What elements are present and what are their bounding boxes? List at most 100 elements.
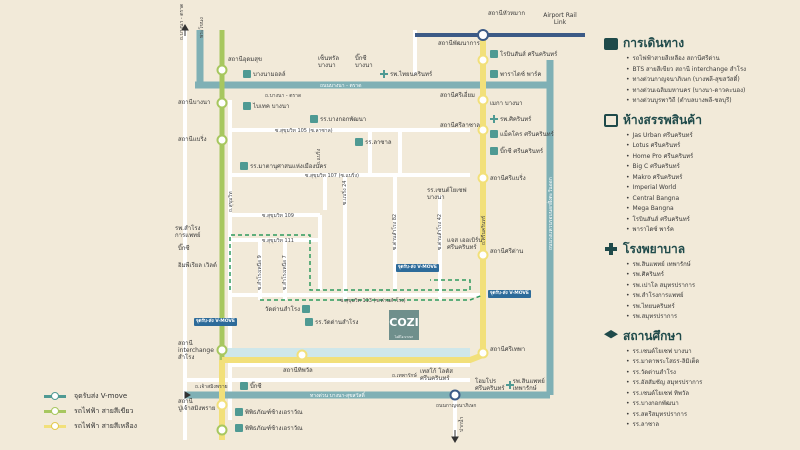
poi-mega-bangna: เมกา บางนา [490, 100, 523, 107]
legend-transit-list: รถไฟฟ้าสายสีเหลือง สถานีศรีด่าน BTS สายส… [626, 54, 794, 107]
building-icon [243, 102, 251, 110]
station-sri-lasalle: สถานีศรีลาซาล [440, 122, 480, 129]
legend-school-title: สถานศึกษา [604, 327, 794, 346]
road-label-soi9: ซ.สำโรงเหนือ 9 [257, 255, 263, 290]
graduation-cap-icon [604, 330, 618, 339]
legend-mall-title: ห้างสรรพสินค้า [604, 111, 794, 130]
mall-icon [490, 50, 498, 58]
green-swatch [44, 407, 66, 415]
poi-central-bangna: เซ็นทรัล บางนา [318, 55, 340, 69]
poi-bigc-bangna: บิ๊กซี บางนา [355, 55, 373, 69]
poi-imperial: อิมพีเรียล เวิลด์ [178, 262, 217, 269]
poi-museum-2: พิพิธภัณฑ์ช้างเอราวัณ [235, 424, 303, 432]
poi-museum-1: พิพิธภัณฑ์ช้างเอราวัณ [235, 408, 303, 416]
hospital-icon [506, 381, 514, 389]
station-sri-bearing: สถานีศรีแบริ่ง [490, 175, 526, 182]
museum-icon [235, 408, 243, 416]
poi-bangkok-patana: รร.บางกอกพัฒนา [310, 115, 366, 123]
station-hua-mak: สถานีหัวหมาก [488, 10, 526, 17]
poi-paradise-park: พาราไดซ์ พาร์ค [490, 70, 541, 78]
station-thipawan: สถานีทิพวัล [283, 367, 313, 374]
key-vmove: จุดรับส่ง V-move [44, 391, 127, 402]
direction-arrows [181, 24, 459, 443]
vmove-swatch [44, 392, 66, 400]
key-green-line: รถไฟฟ้า สายสีเขียว [44, 406, 133, 417]
poi-makro: แม็คโคร ศรีนครินทร์ [490, 130, 554, 138]
mall-icon [243, 70, 251, 78]
legend-transit-title: การเดินทาง [604, 34, 794, 53]
station-pattanakarn: สถานีพัฒนาการ [438, 40, 480, 47]
legend-hospital-title: โรงพยาบาล [604, 240, 794, 259]
road-label-soi-danram42: ซ.ด่านสำโรง 42 [437, 213, 443, 250]
poi-bigc-srinakarin: บิ๊กซี ศรีนครินทร์ [490, 147, 543, 155]
poi-st-joseph: รร.เซนต์โยเซฟ บางนา [427, 187, 467, 201]
poi-sikarin-hospital: รพ.ศิครินทร์ [490, 115, 531, 123]
poi-rr-wat-dan: รร.วัดด่านสำโรง [305, 318, 358, 326]
poi-wat-dan: วัดด่านสำโรง [265, 305, 311, 313]
station-sri-thepha: สถานีศรีเทพา [490, 346, 526, 353]
vmove-badge-right: จุดรับ-ส่ง V-MOVE [488, 290, 531, 298]
yellow-swatch [44, 422, 66, 430]
road-label-soi-danram82: ซ.ด่านสำโรง 82 [392, 213, 398, 250]
museum-icon [235, 424, 243, 432]
poi-samrong-hospital: รพ.สำโรง การแพทย์ [175, 225, 201, 239]
vmove-route [229, 234, 484, 301]
poi-thainakarin-hospital: รพ.ไทยนครินทร์ [380, 70, 432, 78]
station-sri-iam: สถานีศรีเอี่ยม [440, 92, 475, 99]
poi-bigc-samrong: บิ๊กซี [178, 245, 190, 252]
mall-icon [490, 130, 498, 138]
road-label-chaloem: ถ.เจ้าสมิงพราย [195, 384, 228, 390]
poi-robinson: โรบินสันส์ ศรีนครินทร์ [490, 50, 557, 58]
hospital-icon [490, 115, 498, 123]
road-label-bangna-trad-top: ถ.บางนา - ตราด [179, 3, 185, 40]
vmove-badge-left: จุดรับ-ส่ง V-MOVE [194, 318, 237, 326]
school-icon [305, 318, 313, 326]
poi-nawamin: รร.มาตานุศาสนแห่งเมืองนคร [240, 162, 327, 170]
legend-panel: การเดินทาง รถไฟฟ้าสายสีเหลือง สถานีศรีด่… [604, 30, 794, 431]
shopping-bag-icon [604, 113, 618, 127]
key-yellow-line: รถไฟฟ้า สายสีเหลือง [44, 421, 137, 432]
stations [216, 29, 489, 436]
road-label-expressway-top: ถนนบางนา - ตราด [320, 83, 362, 89]
poi-jas-urban: แจส เออเบิร์น ศรีนครินทร์ [447, 237, 483, 251]
road-label-sukhumvit: ถ.สุขุมวิท [228, 191, 234, 213]
station-bearing: สถานีแบริ่ง [178, 136, 207, 143]
poi-bangna-mall: บางนามอลล์ [243, 70, 286, 78]
road-label-ringroad: ถนนวงแหวนรอบนอกฝั่งตะวันออก [548, 177, 554, 250]
poi-lasalle: รร.ลาซาล [355, 138, 392, 146]
train-icon [604, 37, 618, 50]
poi-bigc-bottom: บิ๊กซี [240, 382, 262, 390]
mall-icon [240, 382, 248, 390]
hospital-icon [380, 70, 388, 78]
poi-synphaet-theparak: รพ.สินแพทย์ เทพารักษ์ [506, 378, 546, 392]
poi-lotus-bottom: เทสโก้ โลตัส ศรีนครินทร์ [420, 368, 453, 382]
station-bangna: สถานีบางนา [178, 99, 211, 106]
school-icon [240, 162, 248, 170]
minor-roads [183, 30, 480, 440]
road-label-soi7: ซ.สำโรงเหนือ 7 [282, 255, 288, 290]
road-label-phrakhanong: พระโขนง [199, 17, 205, 38]
station-sri-dan: สถานีศรีด่าน [490, 248, 524, 255]
road-label-bangna-trad: ถ.บางนา - ตราด [265, 93, 302, 99]
road-label-theparak: ถ.เทพารักษ์ [392, 373, 417, 379]
expressways [185, 30, 554, 399]
poi-bitec: ไบเทค บางนา [243, 102, 289, 110]
hospital-cross-icon [604, 243, 618, 255]
poi-homepro: โฮมโปร ศรีนครินทร์ [475, 378, 505, 392]
vmove-badge-center: จุดรับ-ส่ง V-MOVE [396, 264, 439, 272]
airport-rail-link-label: Airport Rail Link [543, 12, 577, 26]
station-udomsuk: สถานีอุดมสุข [228, 56, 262, 63]
road-label-soi-bearing24: ซ.แบริ่ง 24 [342, 180, 348, 205]
yellow-line [222, 35, 486, 363]
temple-icon [302, 305, 311, 313]
school-icon [310, 115, 318, 123]
road-label-soi111: ซ.สุขุมวิท 111 [262, 238, 294, 244]
station-pu-chao: สถานีปู่เจ้าสมิงพราย [178, 398, 216, 412]
road-label-soi113: ซ.สุขุมวิท 113 (ซ.ด่านสำโรง) [340, 298, 406, 304]
road-label-bangna-highway: ทางด่วน บางนา-สุขสวัสดิ์ [310, 393, 365, 399]
legend-hospital-list: รพ.สินแพทย์ เทพารักษ์ รพ.ศิครินทร์ รพ.เป… [626, 260, 794, 323]
road-label-kanchana: ถนนกาญจนาภิเษก [436, 403, 477, 409]
